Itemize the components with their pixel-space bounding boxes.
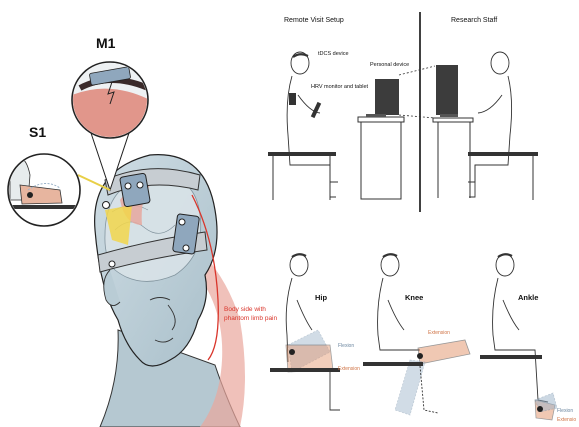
ankle-bench (480, 355, 542, 359)
m1-cortex (72, 89, 150, 140)
staff-figure (468, 52, 512, 197)
staff-monitor (436, 65, 458, 115)
hip-flexion-label: Flexion (338, 343, 354, 349)
pain-note-line2: phantom limb pain (224, 315, 277, 322)
hip-title: Hip (315, 293, 328, 302)
connection-link (399, 66, 435, 118)
knee-extension-label: Extension (428, 330, 450, 336)
ankle-exercise: Ankle Flexion Extensio (480, 254, 576, 423)
hrv-monitor (289, 93, 296, 105)
head-illustration (95, 155, 245, 427)
patient-bench (268, 152, 336, 156)
knee-bench (363, 362, 423, 366)
electrode-snap (183, 245, 189, 251)
hip-extension-limb (286, 345, 333, 372)
hip-exercise: Hip Flexion Extension (270, 254, 360, 410)
label-m1: M1 (96, 35, 116, 51)
label-hrv-monitor: HRV monitor and tablet (311, 84, 369, 90)
pain-note-line1: Body side with (224, 306, 266, 313)
setup-title-left: Remote Visit Setup (284, 17, 344, 24)
desk-top (358, 117, 404, 122)
hip-figure-arm (297, 300, 312, 330)
staff-head (491, 52, 509, 74)
personal-device-screen (375, 79, 399, 115)
ankle-title: Ankle (518, 293, 538, 302)
knee-extension-limb (418, 340, 470, 364)
staff-arm (478, 95, 502, 113)
knee-title: Knee (405, 293, 423, 302)
keyboard (366, 114, 386, 117)
patient-leg (330, 165, 336, 197)
knee-lower-leg (420, 366, 438, 413)
remote-setup-panel: Remote Visit Setup Research Staff tDCS d… (268, 12, 538, 212)
label-personal-device: Personal device (370, 62, 409, 68)
electrode-snap (103, 202, 110, 209)
ankle-figure-arm (503, 300, 519, 330)
patient-desk (361, 121, 401, 199)
knee-figure-body (378, 278, 420, 350)
electrode-snap (137, 182, 143, 188)
ankle-joint-dot (537, 406, 543, 412)
label-tdcs-device: tDCS device (318, 51, 349, 57)
staff-keyboard (440, 114, 458, 117)
electrode-snap (109, 261, 115, 267)
hip-bench (270, 368, 340, 372)
s1-joint-dot (27, 192, 33, 198)
ankle-flexion-label: Flexion (557, 408, 573, 414)
electrode-snap (179, 219, 185, 225)
knee-flexion-limb (395, 360, 425, 415)
staff-bench (468, 152, 538, 156)
knee-exercise: Knee Extension (363, 254, 470, 415)
electrode-anode (120, 173, 151, 207)
exercise-panel: Hip Flexion Extension Knee Extension (270, 254, 576, 423)
knee-figure-arm (388, 300, 404, 330)
label-s1: S1 (29, 124, 46, 140)
hip-joint-dot (289, 349, 295, 355)
staff-body (468, 76, 512, 182)
hip-extension-label: Extension (338, 366, 360, 372)
ankle-extension-label: Extensio (557, 417, 576, 423)
s1-seat (10, 205, 80, 209)
setup-title-right: Research Staff (451, 17, 497, 24)
staff-desk-top (433, 118, 473, 122)
electrode-snap (125, 183, 131, 189)
knee-joint-dot (417, 353, 423, 359)
hip-lower-leg (330, 372, 340, 410)
